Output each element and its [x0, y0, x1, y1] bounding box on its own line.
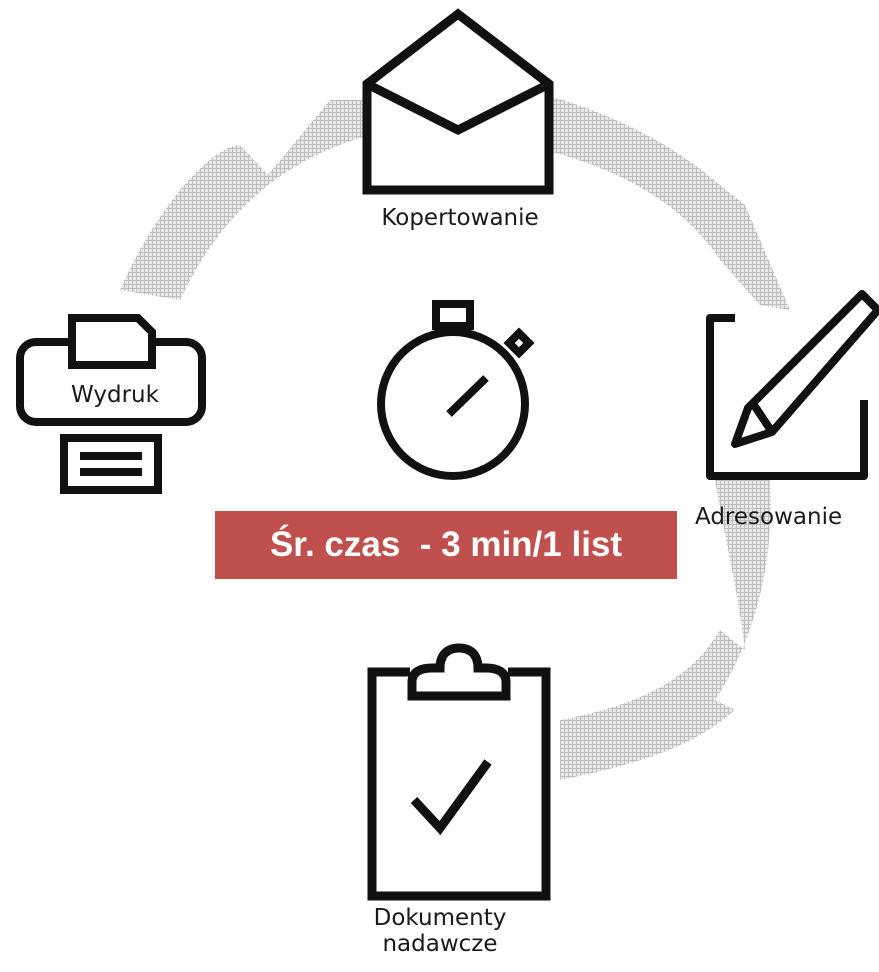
step-label-wydruk: Wydruk — [50, 382, 180, 408]
step-label-kopertowanie: Kopertowanie — [360, 205, 560, 231]
step-label-kopertowanie-text: Kopertowanie — [381, 205, 539, 231]
cycle-arrow-3 — [560, 480, 771, 780]
step-label-adresowanie: Adresowanie — [695, 504, 879, 530]
cycle-arrows — [120, 95, 790, 780]
step-label-wydruk-text: Wydruk — [71, 382, 159, 408]
step-label-dokumenty-line1: Dokumenty — [373, 905, 507, 931]
cycle-arrow-2 — [545, 95, 790, 310]
pencil-square-icon — [706, 290, 879, 480]
cycle-arrow-1 — [120, 100, 370, 300]
step-label-adresowanie-text: Adresowanie — [695, 504, 843, 530]
stopwatch-icon — [377, 300, 535, 480]
average-time-text: Śr. czas - 3 min/1 list — [269, 525, 623, 564]
printer-icon — [16, 314, 206, 494]
average-time-banner: Śr. czas - 3 min/1 list — [215, 511, 677, 579]
envelope-icon — [362, 8, 554, 195]
step-label-dokumenty-nadawcze: Dokumenty nadawcze — [340, 905, 540, 958]
clipboard-check-icon — [367, 643, 551, 901]
step-label-dokumenty-line2: nadawcze — [382, 931, 498, 958]
